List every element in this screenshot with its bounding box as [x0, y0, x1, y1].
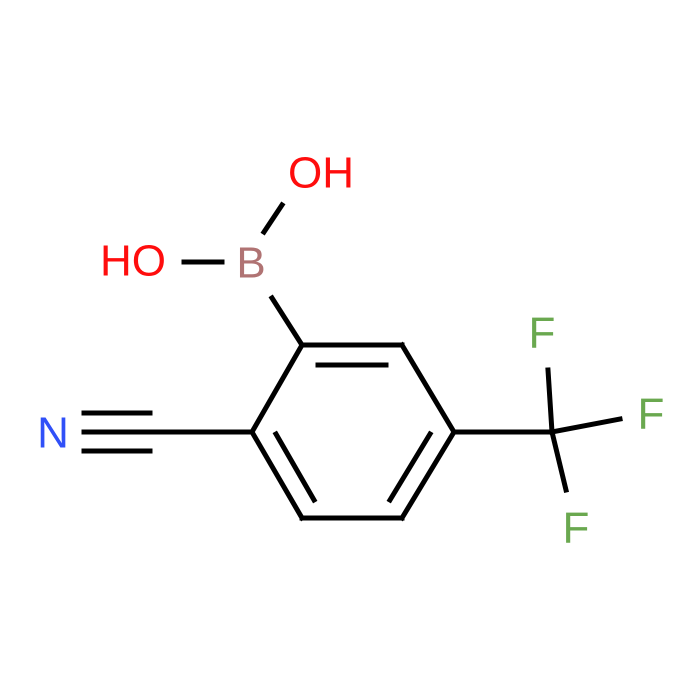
atom-label-fluorine-right: F	[638, 390, 665, 439]
bond-ring-boron	[268, 294, 306, 349]
ring-bond-c5-c6	[248, 428, 306, 522]
ring-double-bond-inner-left	[272, 430, 318, 504]
atom-label-fluorine-top: F	[529, 309, 556, 358]
bond-boron-oh-top	[260, 201, 286, 236]
bond-cf3-f-top	[545, 367, 555, 435]
atom-label-ho-left: HO	[100, 237, 166, 286]
ring-bond-c3-c4	[398, 428, 458, 522]
atom-label-fluorine-bottom: F	[563, 504, 590, 553]
bond-cf3-f-bottom	[548, 428, 570, 494]
atom-label-oh-top: OH	[288, 149, 354, 198]
atom-label-nitrogen: N	[37, 409, 69, 458]
ring-bond-c2-c3	[398, 341, 458, 436]
ring-double-bond-inner-right	[386, 430, 434, 504]
atom-label-boron: B	[236, 239, 265, 288]
ring-bond-c6-c1	[248, 341, 306, 436]
bond-cf3-f-right	[549, 416, 623, 435]
